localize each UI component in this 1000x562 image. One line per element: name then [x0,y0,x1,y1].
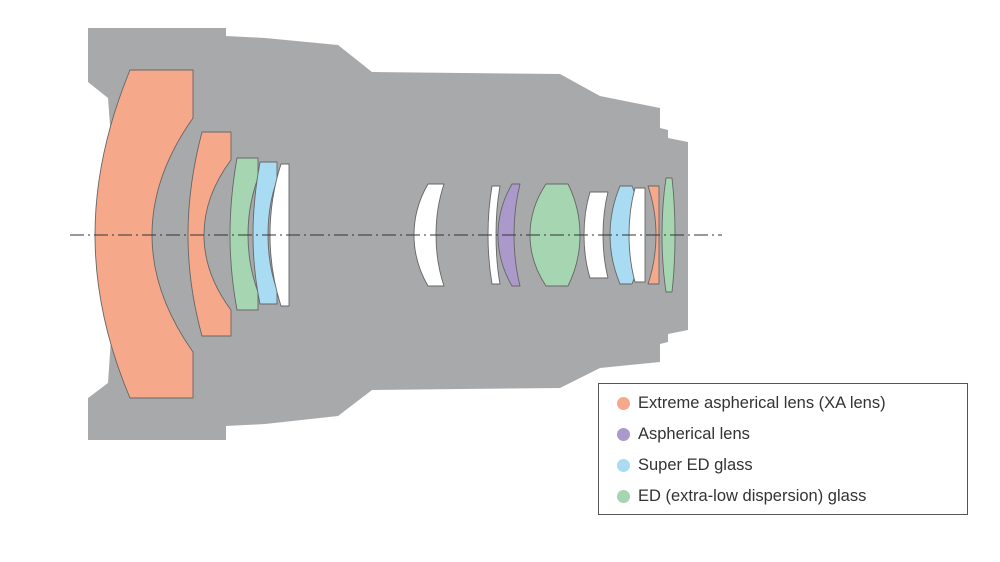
legend-item-ed-glass: ED (extra-low dispersion) glass [617,485,866,507]
legend-swatch-ed-glass [617,489,630,503]
legend-label-xa-lens: Extreme aspherical lens (XA lens) [638,393,886,412]
lens-element-14 [661,177,676,293]
lens-element-7 [487,185,501,285]
legend-item-xa-lens: Extreme aspherical lens (XA lens) [617,392,886,414]
legend-swatch-xa-lens [617,396,630,410]
lens-element-6 [413,183,445,287]
legend-box: Extreme aspherical lens (XA lens) Aspher… [598,383,968,515]
legend-label-aspherical: Aspherical lens [638,424,750,443]
lens-element-12 [628,187,646,283]
legend-item-aspherical: Aspherical lens [617,423,750,445]
lens-element-13 [647,185,660,285]
legend-swatch-super-ed [617,458,630,472]
lens-elements-group [94,69,676,399]
lens-element-5 [269,163,290,307]
lens-element-10 [583,191,609,279]
lens-element-4 [252,161,278,305]
legend-label-ed-glass: ED (extra-low dispersion) glass [638,486,867,505]
lens-barrel [88,28,688,440]
legend-swatch-aspherical [617,427,630,441]
lens-element-1 [94,69,194,399]
legend-label-super-ed: Super ED glass [638,455,753,474]
lens-element-3 [229,157,259,311]
legend-item-super-ed: Super ED glass [617,454,753,476]
lens-element-2 [187,131,232,337]
